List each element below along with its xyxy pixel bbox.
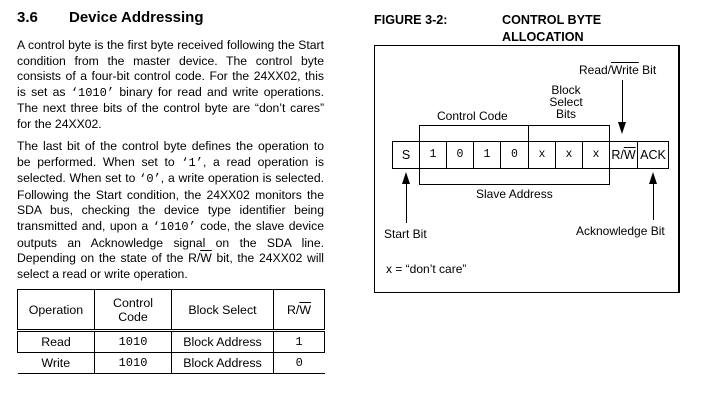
table-row: Write 1010 Block Address 0 [17,352,325,374]
label-text: Bits [555,107,576,121]
header-text: R/ [286,302,300,317]
bit-cell-dont-care: x [582,141,610,169]
bit-cell-rw: R/W [609,141,638,169]
start-bit-label: Start Bit [384,227,427,241]
header-text: Control [113,295,153,310]
paragraph-control-byte: A control byte is the first byte receive… [17,38,324,133]
header-block-select: Block Select [171,289,274,332]
dont-care-legend: x = “don’t care” [386,262,467,276]
cell-text-overline: W [623,148,636,162]
header-text: Code [118,309,148,324]
cell-rw: 0 [273,352,325,374]
bottom-bracket-right [609,168,610,184]
figure-title: CONTROL BYTE ALLOCATION [502,12,601,46]
bit-cell-start: S [392,141,420,169]
cell-rw: 1 [273,330,325,353]
cell-control-code: 1010 [94,330,172,353]
rw-text-overline: W [200,251,212,266]
label-text: Bit [638,63,657,77]
figure-title-line: ALLOCATION [502,30,584,44]
cell-operation: Write [17,352,95,374]
figure-title-line: CONTROL BYTE [502,13,602,27]
rw-arrow-shaft [622,80,623,124]
top-bracket-right [609,125,610,141]
figure-frame [374,45,680,293]
section-heading: 3.6 Device Addressing [17,9,204,26]
cell-block-select: Block Address [171,330,274,353]
header-text-overline: W [299,302,312,317]
label-text-overline: Write [611,63,639,77]
bit-cell-dont-care: x [528,141,556,169]
label-text: Select [549,95,583,109]
label-text: Block [551,83,581,97]
table-row: Read 1010 Block Address 1 [17,330,325,353]
paragraph-text: A control byte is the first byte receive… [17,38,324,99]
bit-cell: 0 [500,141,529,169]
label-text: Read/ [579,63,612,77]
bit-cell: 1 [419,141,447,169]
control-code-label: Control Code [437,109,508,123]
ack-arrow-head-icon [649,172,657,184]
rw-arrow-head-icon [618,122,626,134]
header-operation: Operation [17,289,95,332]
bit-cell-ack: ACK [637,141,669,169]
rw-text: R/ [188,251,201,266]
ack-arrow-shaft [653,183,654,220]
cell-block-select: Block Address [171,352,274,374]
top-bracket-divider [528,125,529,141]
top-bracket-left [419,125,420,141]
paragraph-text: The last bit of the control byte defines… [17,139,324,169]
slave-address-label: Slave Address [476,187,553,201]
paragraph-text: bit, the 24XX02 will select a read or wr… [17,251,324,281]
section-number: 3.6 [17,9,38,26]
block-select-label: Block Select Bits [547,84,585,120]
rw-bit-label: Read/Write Bit [579,63,656,77]
inline-code: ‘0’ [139,172,161,187]
bit-cell: 0 [446,141,474,169]
paragraph-text: code, the slave device outputs an Acknow… [17,218,324,266]
top-bracket [419,125,609,126]
inline-code: ‘1’ [181,155,203,170]
bit-cell-dont-care: x [555,141,583,169]
cell-operation: Read [17,330,95,353]
paragraph-text: , a write operation is selected. Followi… [17,171,324,233]
paragraph-text: binary for read and write operations. Th… [17,84,324,131]
header-rw: R/W [273,289,325,332]
bit-cell: 1 [473,141,501,169]
inline-code: ‘1010’ [152,219,196,234]
ack-bit-label: Acknowledge Bit [576,224,665,238]
paragraph-text: , a read operation is selected. When set… [17,154,324,186]
cell-text: R/ [611,148,624,162]
paragraph-last-bit: The last bit of the control byte defines… [17,139,324,282]
figure-label: FIGURE 3-2: [374,13,448,27]
start-arrow-head-icon [402,172,410,184]
bottom-bracket [419,184,610,185]
inline-code: ‘1010’ [70,85,115,100]
start-arrow-shaft [406,183,407,223]
cell-control-code: 1010 [94,352,172,374]
bottom-bracket-left [419,168,420,184]
section-title: Device Addressing [69,9,204,26]
